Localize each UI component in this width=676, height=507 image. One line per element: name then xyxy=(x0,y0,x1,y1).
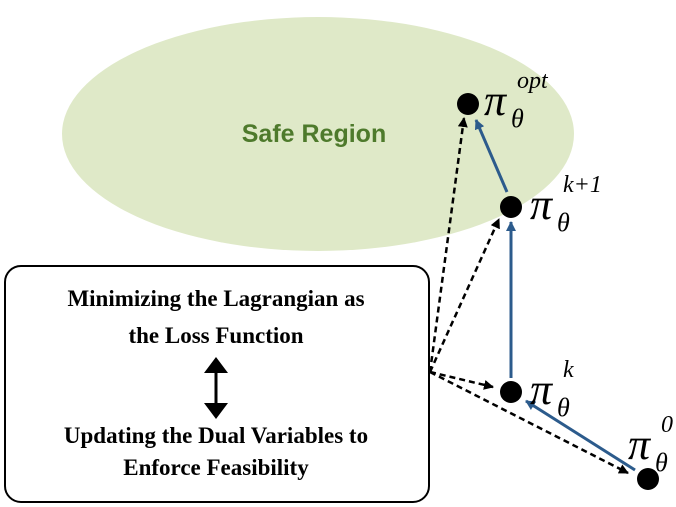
point-zero xyxy=(637,468,659,490)
point-k1 xyxy=(500,196,522,218)
label-pi-k: π θ k xyxy=(530,357,574,422)
update-arrow-0-to-k xyxy=(525,399,636,472)
point-k xyxy=(500,381,522,403)
svg-text:opt: opt xyxy=(517,68,549,94)
svg-text:θ: θ xyxy=(557,208,570,237)
double-vertical-arrow-icon xyxy=(204,357,228,419)
label-pi-zero: π θ 0 xyxy=(628,412,673,477)
guide-arrow-to-zero xyxy=(429,370,629,475)
svg-text:π: π xyxy=(484,76,508,125)
svg-text:π: π xyxy=(628,420,652,469)
svg-text:θ: θ xyxy=(511,104,524,133)
box-line-2: the Loss Function xyxy=(128,323,303,348)
guide-arrow-to-opt xyxy=(428,117,468,373)
svg-text:π: π xyxy=(530,365,554,414)
box-line-3: Updating the Dual Variables to xyxy=(64,423,368,448)
label-pi-opt: π θ opt xyxy=(484,68,549,133)
svg-text:θ: θ xyxy=(557,393,570,422)
svg-text:k: k xyxy=(563,357,574,383)
guide-arrow-to-k xyxy=(429,370,494,390)
svg-text:π: π xyxy=(530,180,554,229)
svg-text:0: 0 xyxy=(661,412,673,438)
box-line-1: Minimizing the Lagrangian as xyxy=(67,286,364,311)
label-pi-k1: π θ k+1 xyxy=(530,172,602,237)
guide-arrow-to-k1 xyxy=(428,218,501,373)
point-opt xyxy=(457,93,479,115)
guide-arrows xyxy=(428,117,629,475)
update-arrow-k1-to-opt xyxy=(474,119,509,193)
svg-text:k+1: k+1 xyxy=(563,172,602,198)
svg-text:θ: θ xyxy=(655,448,668,477)
safe-region-label: Safe Region xyxy=(242,120,386,148)
safe-region xyxy=(62,17,574,251)
update-arrows xyxy=(474,119,636,472)
box-line-4: Enforce Feasibility xyxy=(123,455,309,480)
